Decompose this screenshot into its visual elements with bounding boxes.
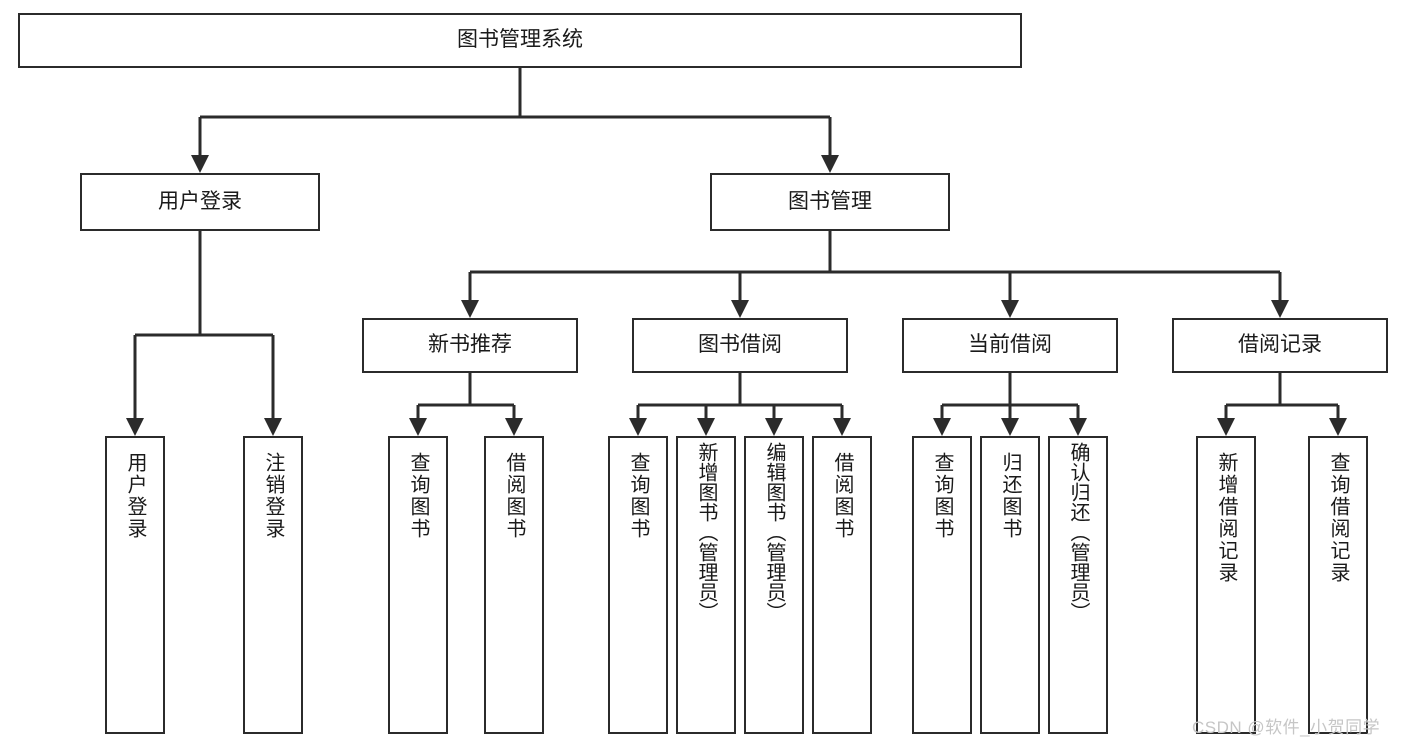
node-new-book-recommend[interactable]: 新书推荐 <box>362 318 578 373</box>
node-leaf-add-record[interactable]: 新增借阅记录 <box>1196 436 1256 734</box>
arrowhead-new-book-recommend-children-1 <box>505 418 523 436</box>
node-leaf-user-login[interactable]: 用户登录 <box>105 436 165 734</box>
arrowhead-current-borrow-children-0 <box>933 418 951 436</box>
node-label-current-borrow: 当前借阅 <box>968 333 1052 357</box>
arrowhead-book-manage-children-2 <box>1001 300 1019 318</box>
node-leaf-query-book-2[interactable]: 查询图书 <box>608 436 668 734</box>
node-label-book-borrow: 图书借阅 <box>698 333 782 357</box>
node-leaf-borrow-book-2[interactable]: 借阅图书 <box>812 436 872 734</box>
node-label-leaf-confirm-return: 确认归还（管理员） <box>1067 442 1089 622</box>
arrowhead-book-borrow-children-2 <box>765 418 783 436</box>
node-label-borrow-record: 借阅记录 <box>1238 333 1322 357</box>
node-book-manage[interactable]: 图书管理 <box>710 173 950 231</box>
node-leaf-confirm-return[interactable]: 确认归还（管理员） <box>1048 436 1108 734</box>
node-label-leaf-edit-book: 编辑图书（管理员） <box>763 442 785 622</box>
node-label-leaf-borrow-book-1: 借阅图书 <box>503 452 525 540</box>
node-label-new-book-recommend: 新书推荐 <box>428 333 512 357</box>
node-leaf-query-record[interactable]: 查询借阅记录 <box>1308 436 1368 734</box>
node-label-leaf-user-login: 用户登录 <box>124 452 146 540</box>
node-borrow-record[interactable]: 借阅记录 <box>1172 318 1388 373</box>
node-leaf-query-book-1[interactable]: 查询图书 <box>388 436 448 734</box>
node-leaf-return-book[interactable]: 归还图书 <box>980 436 1040 734</box>
node-label-leaf-return-book: 归还图书 <box>999 452 1021 540</box>
node-label-leaf-query-record: 查询借阅记录 <box>1327 452 1349 584</box>
node-leaf-edit-book[interactable]: 编辑图书（管理员） <box>744 436 804 734</box>
node-label-book-manage: 图书管理 <box>788 189 872 213</box>
arrowhead-current-borrow-children-1 <box>1001 418 1019 436</box>
node-leaf-query-book-3[interactable]: 查询图书 <box>912 436 972 734</box>
arrowhead-root-to-level1-0 <box>191 155 209 173</box>
arrowhead-user-login-children-1 <box>264 418 282 436</box>
node-leaf-borrow-book-1[interactable]: 借阅图书 <box>484 436 544 734</box>
arrowhead-new-book-recommend-children-0 <box>409 418 427 436</box>
node-root[interactable]: 图书管理系统 <box>18 13 1022 68</box>
node-user-login[interactable]: 用户登录 <box>80 173 320 231</box>
node-leaf-add-book[interactable]: 新增图书（管理员） <box>676 436 736 734</box>
arrowhead-root-to-level1-1 <box>821 155 839 173</box>
arrowhead-book-manage-children-3 <box>1271 300 1289 318</box>
node-label-leaf-add-book: 新增图书（管理员） <box>695 442 717 622</box>
node-book-borrow[interactable]: 图书借阅 <box>632 318 848 373</box>
arrowhead-borrow-record-children-1 <box>1329 418 1347 436</box>
node-label-leaf-query-book-3: 查询图书 <box>931 452 953 540</box>
arrowhead-current-borrow-children-2 <box>1069 418 1087 436</box>
node-label-root: 图书管理系统 <box>457 28 583 52</box>
arrowhead-book-manage-children-0 <box>461 300 479 318</box>
arrowhead-book-manage-children-1 <box>731 300 749 318</box>
node-label-user-login: 用户登录 <box>158 189 242 213</box>
node-current-borrow[interactable]: 当前借阅 <box>902 318 1118 373</box>
node-label-leaf-user-logout: 注销登录 <box>262 452 284 540</box>
arrowhead-user-login-children-0 <box>126 418 144 436</box>
arrowhead-book-borrow-children-0 <box>629 418 647 436</box>
node-leaf-user-logout[interactable]: 注销登录 <box>243 436 303 734</box>
arrowhead-book-borrow-children-1 <box>697 418 715 436</box>
node-label-leaf-query-book-1: 查询图书 <box>407 452 429 540</box>
node-label-leaf-add-record: 新增借阅记录 <box>1215 452 1237 584</box>
arrowhead-book-borrow-children-3 <box>833 418 851 436</box>
node-label-leaf-borrow-book-2: 借阅图书 <box>831 452 853 540</box>
arrowhead-borrow-record-children-0 <box>1217 418 1235 436</box>
node-label-leaf-query-book-2: 查询图书 <box>627 452 649 540</box>
csdn-watermark: CSDN @软件_小贺同学 <box>1192 718 1381 737</box>
